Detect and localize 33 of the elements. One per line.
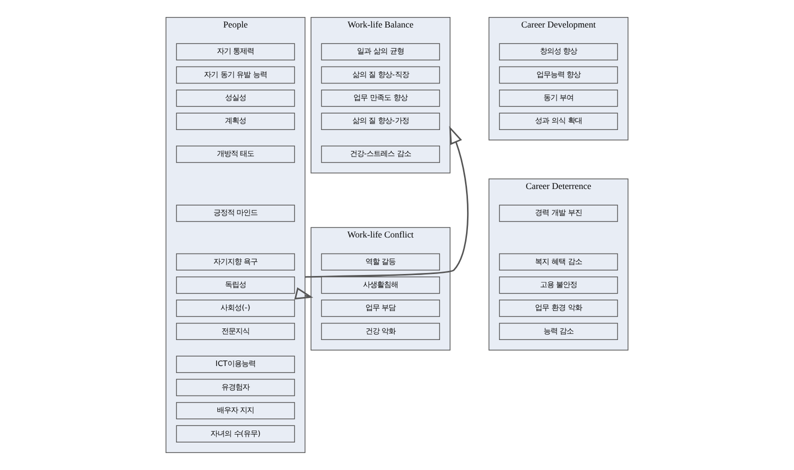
node-box: 삶의 질 향상-가정 bbox=[321, 112, 440, 130]
node-box: 성실성 bbox=[176, 90, 295, 107]
node-box: 사회성(-) bbox=[176, 300, 295, 317]
node-box: 능력 감소 bbox=[499, 322, 618, 340]
node-box: 동기 부여 bbox=[499, 90, 618, 107]
node-box: 업무 환경 악화 bbox=[499, 300, 618, 317]
node-box: 계획성 bbox=[176, 112, 295, 130]
node-box: 일과 삶의 균형 bbox=[321, 43, 440, 60]
node-box: 업무 만족도 향상 bbox=[321, 90, 440, 107]
node-box: ICT이용능력 bbox=[176, 356, 295, 373]
node-box: 배우자 지지 bbox=[176, 402, 295, 420]
node-box: 개방적 태도 bbox=[176, 146, 295, 163]
node-box: 삶의 질 향상-직장 bbox=[321, 66, 440, 84]
arrow bbox=[304, 126, 469, 278]
node-box: 경력 개발 부진 bbox=[499, 204, 618, 222]
node-box: 유경험자 bbox=[176, 378, 295, 396]
node-box: 독립성 bbox=[176, 276, 295, 294]
node-box: 역할 갈등 bbox=[321, 253, 440, 271]
node-box: 건강 악화 bbox=[321, 322, 440, 340]
node-box: 전문지식 bbox=[176, 322, 295, 340]
node-box: 자기 통제력 bbox=[176, 43, 295, 60]
node-box: 성과 의식 확대 bbox=[499, 112, 618, 130]
node-box: 업무 부담 bbox=[321, 300, 440, 317]
node-box: 고용 불안정 bbox=[499, 276, 618, 294]
node-box: 긍정적 마인드 bbox=[176, 204, 295, 222]
node-box: 자기 동기 유발 능력 bbox=[176, 66, 295, 84]
node-box: 자녀의 수(유무) bbox=[176, 425, 295, 442]
node-box: 업무능력 향상 bbox=[499, 66, 618, 84]
node-box: 사생활침해 bbox=[321, 276, 440, 294]
node-box: 건강-스트레스 감소 bbox=[321, 146, 440, 163]
node-box: 자기지향 욕구 bbox=[176, 253, 295, 271]
node-box: 복지 혜택 감소 bbox=[499, 253, 618, 271]
node-box: 창의성 향상 bbox=[499, 43, 618, 60]
